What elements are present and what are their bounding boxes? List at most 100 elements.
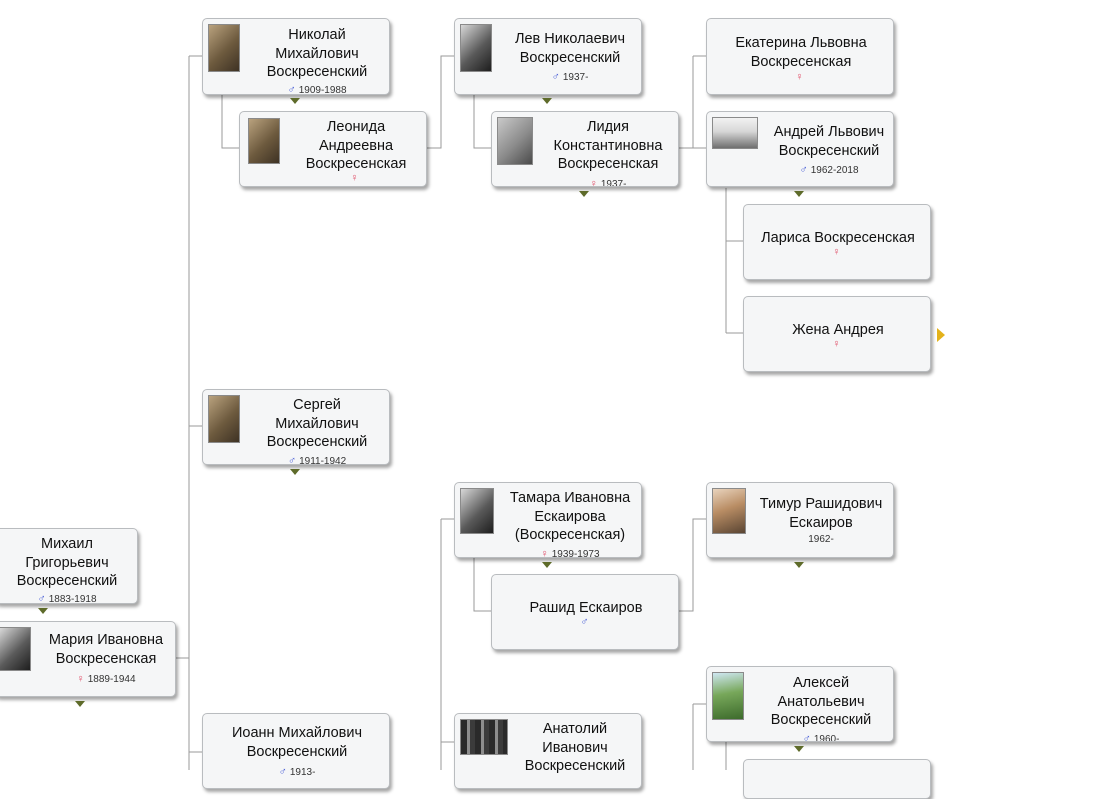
person-photo [208, 24, 240, 72]
female-icon: ♀ [350, 172, 359, 184]
person-info: ♀1939-1973 [501, 548, 639, 558]
person-photo [460, 719, 508, 755]
person-years: 1937- [562, 72, 589, 83]
expand-arrow-lidia[interactable] [579, 191, 589, 197]
person-years: 1960- [813, 734, 840, 742]
person-card-leonida[interactable]: Леонида Андреевна Воскресенская ♀ [239, 111, 427, 187]
person-name: Лидия Константиновна Воскресенская [553, 119, 663, 173]
person-card-maria[interactable]: Мария Ивановна Воскресенская ♀1889-1944 [0, 621, 176, 697]
person-name: Андрей Львович Воскресенский [773, 124, 885, 159]
person-card-lev[interactable]: Лев Николаевич Воскресенский ♂1937- [454, 18, 642, 95]
expand-arrow-timur[interactable] [794, 562, 804, 568]
male-icon: ♂ [551, 71, 560, 83]
female-icon: ♀ [540, 548, 549, 558]
person-photo [208, 395, 240, 443]
person-years: 1962-2018 [810, 165, 859, 176]
person-info: ♂1937- [503, 71, 637, 84]
female-icon: ♀ [832, 246, 841, 258]
male-icon: ♂ [287, 84, 296, 95]
person-card-larisa[interactable]: Лариса Воскресенская ♀ [743, 204, 931, 280]
person-photo [248, 118, 280, 164]
expand-arrow-mikhail[interactable] [38, 608, 48, 614]
person-card-lidia[interactable]: Лидия Константиновна Воскресенская ♀1937… [491, 111, 679, 187]
person-info: ♀ [717, 71, 885, 84]
expand-arrow-maria[interactable] [75, 701, 85, 707]
person-years: 1913- [289, 767, 316, 778]
person-name: Михаил Григорьевич Воскресенский [16, 536, 118, 590]
expand-arrow-alexei[interactable] [794, 746, 804, 752]
family-tree: Михаил Григорьевич Воскресенский ♂1883-1… [0, 18, 945, 799]
person-photo [497, 117, 533, 165]
person-name: Николай Михайлович Воскресенский [266, 27, 368, 81]
person-name: Сергей Михайлович Воскресенский [266, 397, 368, 451]
person-info: ♂1962-2018 [765, 164, 893, 177]
person-name: Лев Николаевич Воскресенский [514, 31, 626, 66]
male-icon: ♂ [802, 733, 811, 742]
person-photo [712, 672, 744, 720]
person-info: ♂1883-1918 [0, 593, 135, 604]
person-info: ♂ [502, 616, 670, 629]
person-years: 1962- [808, 534, 834, 545]
person-card-tamara[interactable]: Тамара Ивановна Ескаирова (Воскресенская… [454, 482, 642, 558]
expand-arrow-lev[interactable] [542, 98, 552, 104]
person-card-sergei[interactable]: Сергей Михайлович Воскресенский ♂1911-19… [202, 389, 390, 465]
person-photo [712, 488, 746, 534]
person-years: 1883-1918 [48, 594, 97, 604]
expand-right-arrow[interactable] [937, 328, 945, 342]
person-name: Анатолий Иванович Воскресенский [524, 721, 626, 775]
person-info: ♀1937- [546, 178, 670, 187]
person-info: ♂1911-1942 [253, 455, 381, 465]
person-name: Лариса Воскресенская [761, 230, 915, 246]
person-info: ♀ [750, 246, 926, 259]
person-info: ♀ [750, 338, 926, 351]
person-card-ioann[interactable]: Иоанн Михайлович Воскресенский ♂1913- [202, 713, 390, 789]
person-card-ekaterina[interactable]: Екатерина Львовна Воскресенская ♀ [706, 18, 894, 95]
person-photo [460, 488, 494, 534]
person-card-andrei-wife[interactable]: Жена Андрея ♀ [743, 296, 931, 372]
male-icon: ♂ [580, 616, 589, 628]
person-info: ♀ [294, 172, 418, 185]
expand-arrow-tamara[interactable] [542, 562, 552, 568]
person-info: ♂1909-1988 [253, 84, 381, 95]
person-years: 1889-1944 [87, 674, 136, 685]
person-name: Екатерина Львовна Воскресенская [735, 35, 867, 70]
male-icon: ♂ [287, 455, 297, 465]
person-years: 1939-1973 [551, 549, 600, 558]
person-name: Рашид Ескаиров [529, 600, 643, 616]
person-card-andrei[interactable]: Андрей Львович Воскресенский ♂1962-2018 [706, 111, 894, 187]
male-icon: ♂ [278, 766, 287, 778]
male-icon: ♂ [37, 593, 46, 604]
expand-arrow-nikolai[interactable] [290, 98, 300, 104]
person-name: Иоанн Михайлович Воскресенский [231, 725, 363, 760]
person-photo [712, 117, 758, 149]
person-photo [0, 627, 31, 671]
male-icon: ♂ [799, 164, 808, 176]
person-info: 1962- [751, 534, 891, 546]
person-info: ♂1913- [223, 766, 371, 779]
person-name: Жена Андрея [792, 322, 884, 338]
expand-arrow-sergei[interactable] [290, 469, 300, 475]
female-icon: ♀ [76, 673, 85, 685]
person-card-partial[interactable] [743, 759, 931, 799]
person-years: 1911-1942 [299, 456, 347, 465]
person-years: 1909-1988 [298, 85, 347, 95]
person-years: 1937- [600, 179, 627, 187]
person-card-timur[interactable]: Тимур Рашидович Ескаиров 1962- [706, 482, 894, 558]
person-card-mikhail[interactable]: Михаил Григорьевич Воскресенский ♂1883-1… [0, 528, 138, 604]
person-name: Мария Ивановна Воскресенская [48, 632, 164, 667]
person-name: Тамара Ивановна Ескаирова (Воскресенская… [509, 490, 631, 544]
person-name: Леонида Андреевна Воскресенская [305, 119, 407, 173]
person-card-rashid[interactable]: Рашид Ескаиров ♂ [491, 574, 679, 650]
person-card-nikolai[interactable]: Николай Михайлович Воскресенский ♂1909-1… [202, 18, 390, 95]
female-icon: ♀ [832, 338, 841, 350]
person-info: ♀1889-1944 [43, 673, 169, 686]
expand-arrow-andrei[interactable] [794, 191, 804, 197]
person-name: Алексей Анатольевич Воскресенский [770, 675, 872, 729]
person-photo [460, 24, 492, 72]
person-card-alexei[interactable]: Алексей Анатольевич Воскресенский ♂1960- [706, 666, 894, 742]
female-icon: ♀ [589, 178, 598, 187]
female-icon: ♀ [795, 71, 804, 83]
person-info: ♂1960- [757, 733, 885, 742]
person-card-anatoly[interactable]: Анатолий Иванович Воскресенский [454, 713, 642, 789]
person-name: Тимур Рашидович Ескаиров [759, 496, 883, 531]
